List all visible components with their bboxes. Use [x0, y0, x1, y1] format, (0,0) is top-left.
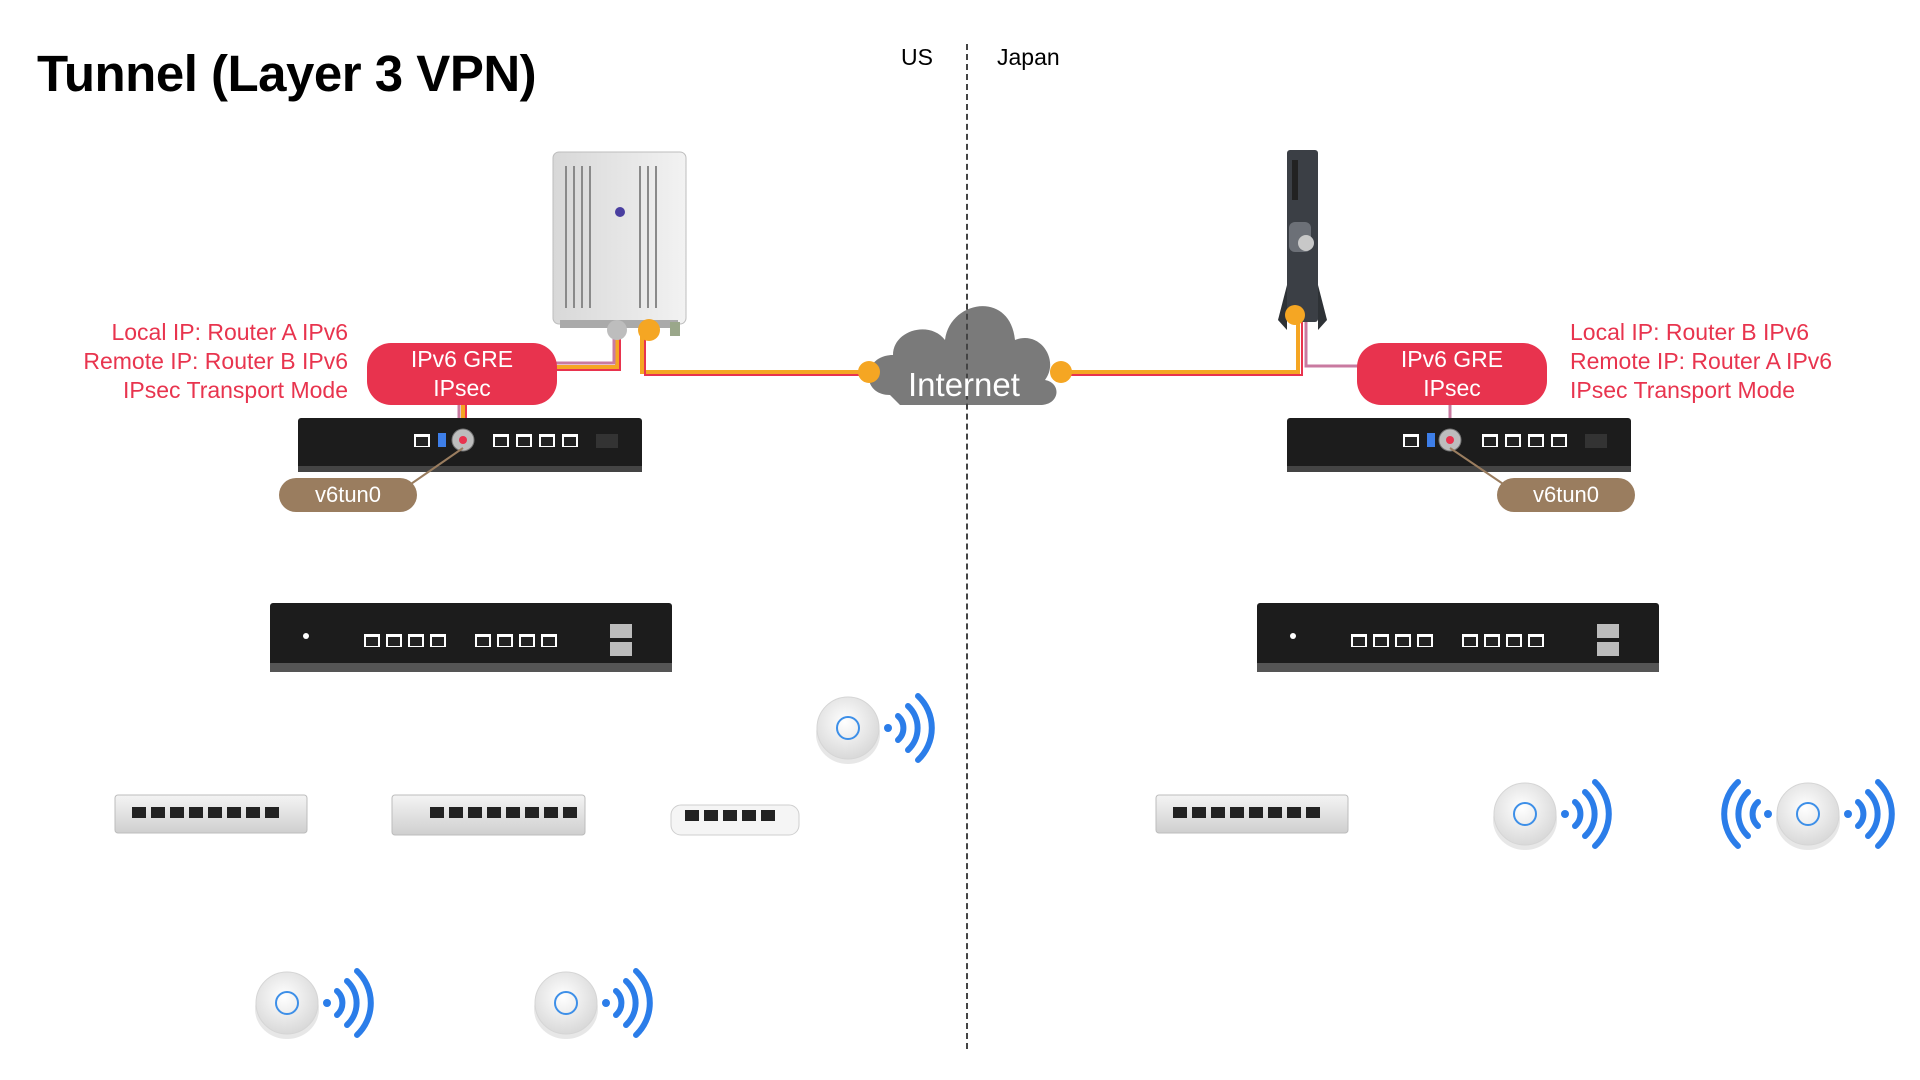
edgeswitch-b-icon [1257, 603, 1659, 672]
router-b-ipsec-mode: IPsec Transport Mode [1570, 377, 1795, 403]
wifi-signal-icon [1561, 782, 1609, 846]
router-b-tunnel-badge: IPv6 GRE IPsec [1357, 343, 1547, 405]
unifi-access-point-4-icon [1492, 782, 1558, 851]
edgerouter-a-icon [298, 418, 642, 496]
router-a-local-ip: Local IP: Router A IPv6 [111, 319, 348, 345]
router-a-ipsec-mode: IPsec Transport Mode [123, 377, 348, 403]
router-b-remote-ip: Remote IP: Router A IPv6 [1570, 348, 1833, 374]
unifi-access-point-5-icon [1775, 782, 1841, 851]
tunnel-type-ipsec: IPsec [1423, 375, 1481, 401]
router-a-config-notes: Local IP: Router A IPv6 Remote IP: Route… [83, 318, 348, 405]
wifi-signal-icon [884, 696, 932, 760]
wifi-signal-icon [1844, 782, 1892, 846]
unifi-switch-flex-icon [670, 804, 800, 836]
router-a-tunnel-badge: IPv6 GRE IPsec [367, 343, 557, 405]
unifi-switch-1-icon [114, 794, 308, 834]
tunnel-type-gre: IPv6 GRE [410, 346, 514, 372]
router-a-remote-ip: Remote IP: Router B IPv6 [83, 348, 348, 374]
region-label-us: US [901, 44, 933, 70]
onu-tower-icon [1278, 150, 1327, 330]
unifi-access-point-3-icon [533, 971, 599, 1040]
unifi-access-point-1-icon [815, 696, 881, 765]
tunnel-type-ipsec: IPsec [433, 375, 491, 401]
router-a-interface-badge: v6tun0 [279, 478, 417, 512]
unifi-switch-3-icon [1155, 794, 1349, 834]
onu-modem-icon [552, 151, 687, 341]
router-b-local-ip: Local IP: Router B IPv6 [1570, 319, 1810, 345]
unifi-switch-2-icon [391, 794, 586, 836]
region-divider [966, 44, 968, 1049]
wifi-signal-icon [323, 971, 371, 1035]
unifi-access-point-2-icon [254, 971, 320, 1040]
router-b-interface-badge: v6tun0 [1497, 478, 1635, 512]
internet-label: Internet [908, 366, 1020, 403]
router-b-config-notes: Local IP: Router B IPv6 Remote IP: Route… [1570, 318, 1832, 405]
wifi-signal-icon [1724, 782, 1772, 846]
wifi-signal-icon [602, 971, 650, 1035]
internet-cloud-icon [858, 306, 1072, 405]
tunnel-type-gre: IPv6 GRE [1400, 346, 1504, 372]
page-title: Tunnel (Layer 3 VPN) [37, 45, 537, 102]
region-label-japan: Japan [997, 44, 1060, 70]
edgeswitch-a-icon [270, 603, 672, 672]
